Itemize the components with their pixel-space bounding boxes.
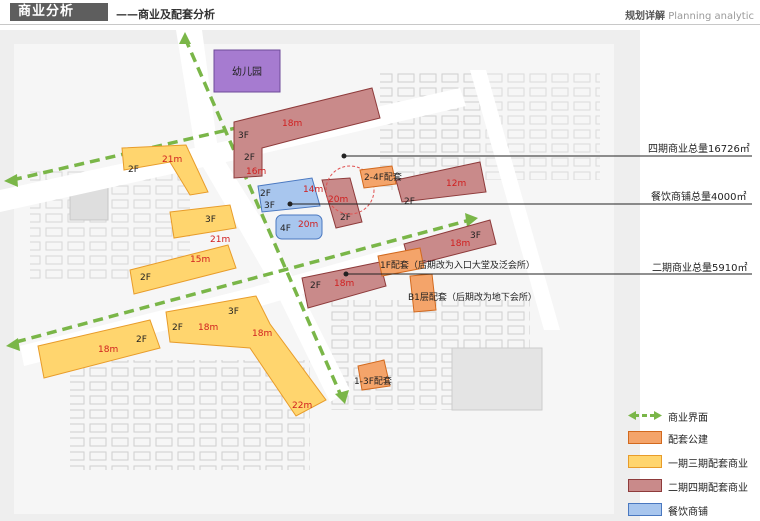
leader-dots <box>287 153 349 277</box>
label-21m-a: 21m <box>162 155 182 165</box>
facility-b1 <box>409 273 437 313</box>
facility-swatch <box>628 431 662 444</box>
legend-label-dining: 餐饮商铺 <box>668 507 708 518</box>
label-3f-b: 3F <box>205 215 216 225</box>
label-4f-l: 4F <box>280 224 291 234</box>
leader-lines <box>290 155 752 275</box>
block-b <box>169 204 237 239</box>
section-tag-en: Planning analytic <box>668 11 754 22</box>
header: 商业分析 ——商业及配套分析 规划详解 Planning analytic <box>0 0 760 24</box>
label-2f-j: 2F <box>310 281 321 291</box>
frontage-vertical <box>183 37 344 399</box>
phase24-swatch <box>628 479 662 492</box>
label-2f-g: 2F <box>340 213 351 223</box>
label-2f-e: 2F <box>172 323 183 333</box>
page-title: 商业分析 <box>10 3 108 21</box>
label-21m-b: 21m <box>210 235 230 245</box>
frontage-arrowheads <box>4 32 478 404</box>
label-20m-g: 20m <box>328 195 348 205</box>
label-fac-13: 1-3F配套 <box>354 375 392 387</box>
site-map: 幼儿园 2F 21m 3F 21m 2F 15m 2F 18m 2F 18m 3… <box>0 30 752 521</box>
section-tag-cn: 规划详解 <box>625 11 666 22</box>
label-20m-l: 20m <box>298 220 318 230</box>
leader-phase4-dot <box>341 153 347 159</box>
phase24-labels: 3F 18m 2F 16m 12m 2F 2F 20m 3F 18m 2F 2F… <box>238 119 481 291</box>
label-2f-h: 2F <box>404 197 415 207</box>
facility-blocks <box>357 165 437 391</box>
kindergarten-label: 幼儿园 <box>232 65 262 78</box>
facility-1f <box>377 247 425 277</box>
label-2f-d: 2F <box>136 335 147 345</box>
label-18m-e2: 18m <box>252 329 272 339</box>
section-tag: 规划详解 Planning analytic <box>625 7 754 22</box>
dining-labels: 2F 3F 14m 4F 20m <box>260 185 323 234</box>
label-2f-f: 2F <box>244 153 255 163</box>
facility-13f <box>357 359 391 391</box>
leader-phase2-dot <box>343 271 349 277</box>
block-a <box>121 144 209 196</box>
facility-24f <box>359 165 397 189</box>
label-fac-1f: 1F配套（后期改为入口大堂及泛会所） <box>380 259 535 271</box>
page-subtitle: ——商业及配套分析 <box>116 8 215 21</box>
phase13-labels: 2F 21m 3F 21m 2F 15m 2F 18m 2F 18m 3F 18… <box>98 155 312 411</box>
grey-building-south <box>451 347 543 411</box>
block-d <box>37 319 161 379</box>
arrow-east-lower-icon <box>465 213 478 227</box>
block-g <box>321 177 363 229</box>
label-fac-b1: B1层配套（后期改为地下会所） <box>408 291 537 303</box>
road-north-south <box>176 30 350 402</box>
label-18m-e: 18m <box>198 323 218 333</box>
annotation-dining-total: 餐饮商铺总量4000㎡ <box>651 192 747 203</box>
label-3f-f: 3F <box>238 131 249 141</box>
label-18m-j: 18m <box>334 279 354 289</box>
legend-label-frontage: 商业界面 <box>668 413 708 424</box>
facility-labels: 2-4F配套 1F配套（后期改为入口大堂及泛会所） B1层配套（后期改为地下会所… <box>354 171 537 387</box>
label-14m-k: 14m <box>303 185 323 195</box>
arrow-north-icon <box>179 32 191 44</box>
label-2f-c: 2F <box>140 273 151 283</box>
label-fac-24: 2-4F配套 <box>364 171 402 183</box>
phase13-commercial <box>37 144 327 417</box>
frontage-arrow-icon <box>628 411 662 420</box>
label-12m-h: 12m <box>446 179 466 189</box>
legend-label-facility: 配套公建 <box>668 435 708 446</box>
arrow-south-icon <box>335 390 349 404</box>
leader-dining-dot <box>287 201 293 207</box>
annotation-phase4-total: 四期商业总量16726㎡ <box>648 144 750 155</box>
annotation-phase2-total: 二期商业总量5910㎡ <box>652 263 748 274</box>
label-3f-e: 3F <box>228 307 239 317</box>
frontage-arrow-left <box>628 411 636 420</box>
label-3f-i: 3F <box>470 231 481 241</box>
frontage-lower <box>15 218 471 344</box>
dining-swatch <box>628 503 662 516</box>
block-c <box>129 244 237 295</box>
arrow-west-upper-icon <box>4 174 18 187</box>
road-east <box>470 70 560 330</box>
label-2f-k: 2F <box>260 189 271 199</box>
frontage-arrow-right <box>654 411 662 420</box>
kindergarten-block <box>213 49 281 93</box>
label-18m-d: 18m <box>98 345 118 355</box>
label-15m-c: 15m <box>190 255 210 265</box>
label-22m-e: 22m <box>292 401 312 411</box>
label-18m-f: 18m <box>282 119 302 129</box>
label-16m-f: 16m <box>246 167 266 177</box>
label-2f-a: 2F <box>128 165 139 175</box>
legend-label-phase13: 一期三期配套商业 <box>668 459 748 470</box>
legend-label-phase24: 二期四期配套商业 <box>668 483 748 494</box>
label-18m-i: 18m <box>450 239 470 249</box>
block-e <box>165 295 327 417</box>
legend: 商业界面 配套公建 一期三期配套商业 二期四期配套商业 餐饮商铺 <box>624 408 760 520</box>
phase13-swatch <box>628 455 662 468</box>
block-f <box>233 87 381 179</box>
arrow-west-lower-icon <box>6 338 20 351</box>
label-3f-k: 3F <box>264 201 275 211</box>
dining-highlight-circle <box>325 165 375 215</box>
header-divider <box>0 24 760 25</box>
block-l <box>275 214 323 240</box>
block-h <box>395 161 487 203</box>
